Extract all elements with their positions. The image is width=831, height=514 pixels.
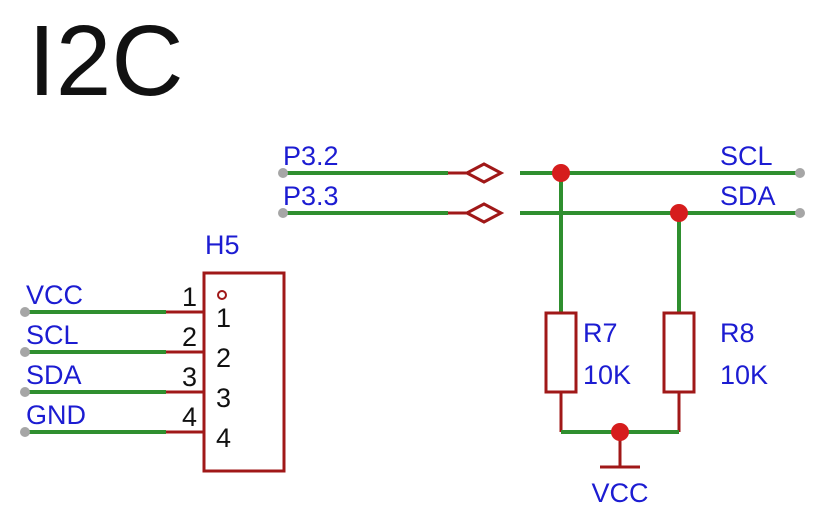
pin1-marker-icon <box>217 290 227 300</box>
pin3-terminal <box>20 387 30 397</box>
terminal-p32 <box>278 168 288 178</box>
junction-scl <box>552 164 570 182</box>
pin1-net-label: VCC <box>26 280 83 310</box>
pin4-terminal <box>20 427 30 437</box>
pin1-inner-number: 1 <box>216 303 231 333</box>
net-label-p32: P3.2 <box>283 141 339 171</box>
terminal-sda-right <box>795 208 805 218</box>
pin3-net-label: SDA <box>26 360 82 390</box>
bus-line-scl: P3.2 SCL <box>278 141 805 184</box>
r7-value: 10K <box>583 360 631 390</box>
pin2-terminal <box>20 347 30 357</box>
pin1-terminal <box>20 307 30 317</box>
pullup-network: R7 10K R8 10K VCC <box>544 164 768 508</box>
pin3-inner-number: 3 <box>216 383 231 413</box>
pin4-net-label: GND <box>26 400 86 430</box>
h5-designator: H5 <box>205 230 240 260</box>
diagram-title: I2C <box>28 5 184 117</box>
net-label-scl-right: SCL <box>720 141 773 171</box>
r8-value: 10K <box>720 360 768 390</box>
r7-designator: R7 <box>583 318 618 348</box>
pin4-inner-number: 4 <box>216 423 231 453</box>
resistor-r7 <box>544 311 578 394</box>
pin3-outer-number: 3 <box>182 362 197 392</box>
pin2-outer-number: 2 <box>182 322 197 352</box>
net-tie-2 <box>448 202 505 224</box>
terminal-p33 <box>278 208 288 218</box>
resistor-r8 <box>662 311 696 394</box>
junction-sda <box>670 204 688 222</box>
net-label-sda-right: SDA <box>720 181 776 211</box>
bus-line-sda: P3.3 SDA <box>278 181 805 224</box>
h5-body <box>202 271 286 473</box>
pin2-net-label: SCL <box>26 320 79 350</box>
r8-designator: R8 <box>720 318 755 348</box>
net-tie-1 <box>448 162 505 184</box>
junction-vcc <box>611 423 629 441</box>
pin2-inner-number: 2 <box>216 343 231 373</box>
net-label-p33: P3.3 <box>283 181 339 211</box>
pin1-outer-number: 1 <box>182 282 197 312</box>
vcc-power-label: VCC <box>591 478 648 508</box>
terminal-scl-right <box>795 168 805 178</box>
connector-h5: H5 VCC 1 1 SCL 2 2 SDA 3 3 GND 4 4 <box>20 230 286 473</box>
pin4-outer-number: 4 <box>182 402 197 432</box>
